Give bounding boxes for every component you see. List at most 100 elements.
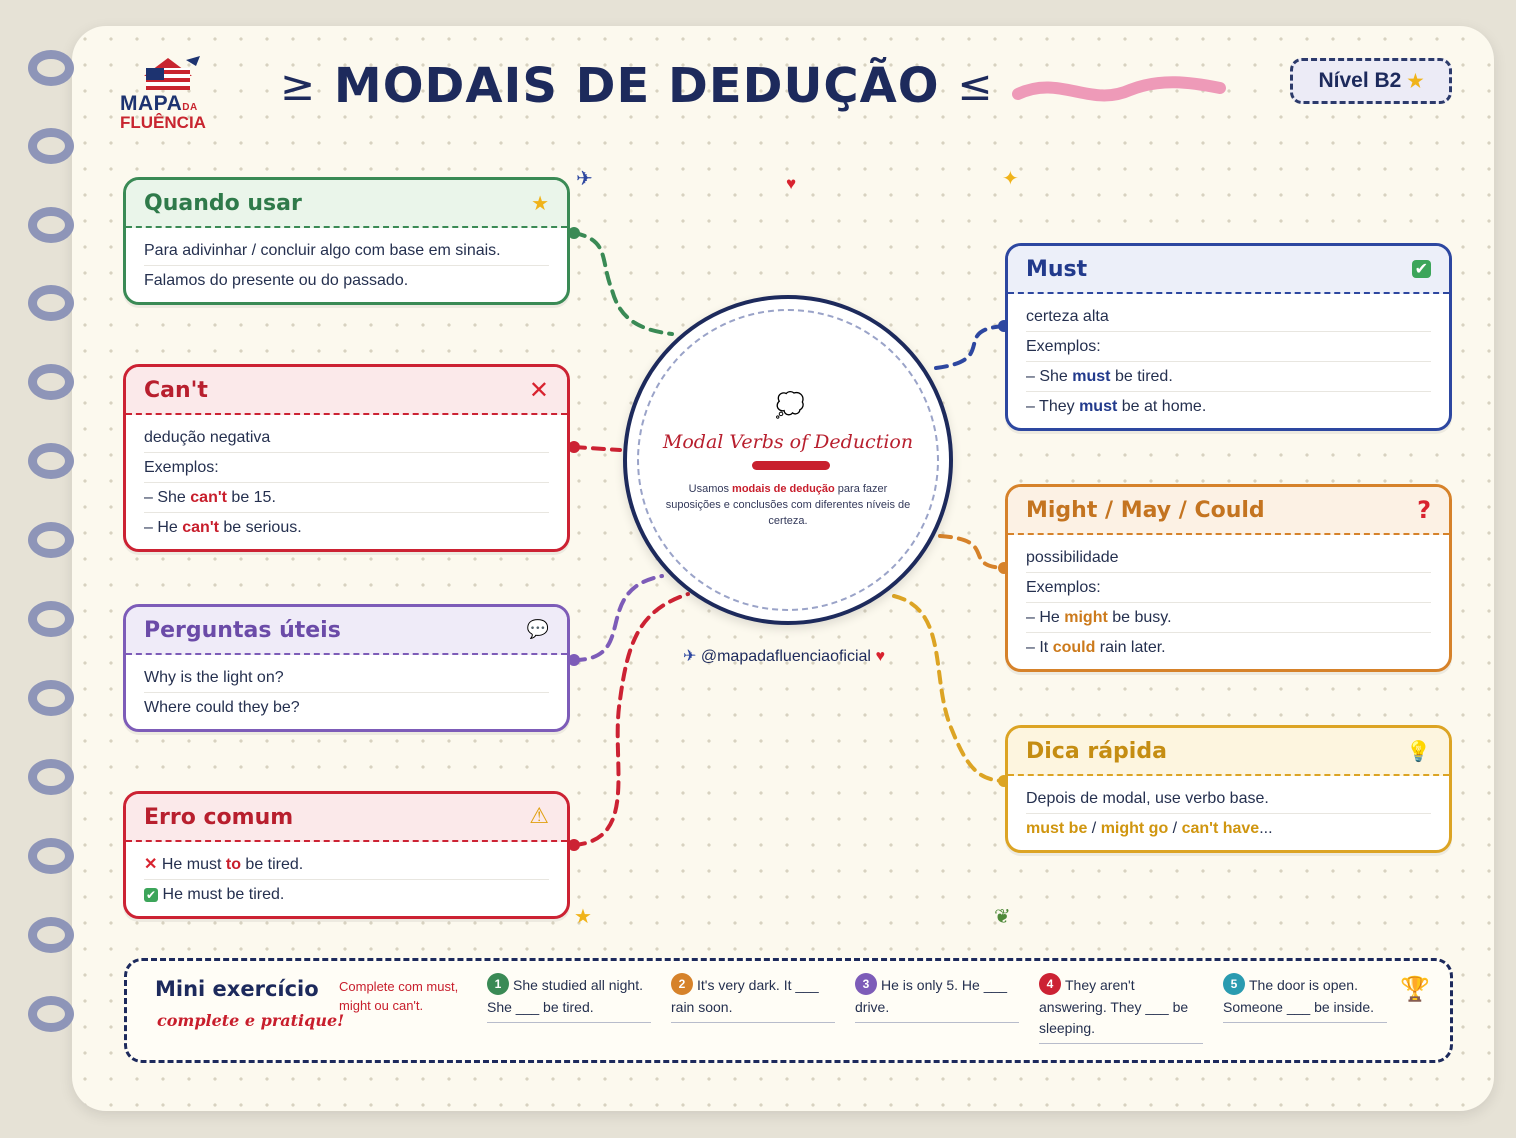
social-handle: ✈ @mapadafluenciaoficial ♥ (683, 648, 885, 665)
airplane-icon: ✈ (683, 648, 697, 665)
answer-line[interactable] (1223, 1022, 1387, 1024)
exercise-title: Mini exercício (155, 977, 319, 1001)
example-line: – They must be at home. (1026, 398, 1207, 415)
connector-perguntas (572, 574, 664, 662)
card-line: certeza alta (1026, 302, 1431, 332)
leaf-icon: ❦ (994, 906, 1011, 928)
card-line: Where could they be? (144, 699, 300, 716)
trophy-icon: 🏆 (1400, 976, 1430, 1003)
card-line: Why is the light on? (144, 663, 549, 693)
center-topic-circle: 💭 Modal Verbs of Deduction Usamos modais… (623, 295, 953, 625)
card-dica-rapida: Dica rápida 💡 Depois de modal, use verbo… (1005, 725, 1452, 853)
card-line: Exemplos: (1026, 573, 1431, 603)
connector-might (938, 534, 1006, 570)
spiral-ring (28, 996, 74, 1032)
card-line: Para adivinhar / concluir algo com base … (144, 236, 549, 266)
star-icon: ★ (1407, 71, 1424, 91)
mini-exercise: Mini exercício complete e pratique! Comp… (124, 958, 1453, 1063)
exercise-instruction: Complete com must, might ou can't. (339, 979, 459, 1013)
page-title: ≥ MODAIS DE DEDUÇÃO ≤ (280, 58, 994, 114)
example-line: – He might be busy. (1026, 603, 1431, 633)
brand-logo: MAPADA FLUÊNCIA (118, 54, 222, 134)
spiral-ring (28, 443, 74, 479)
card-line: Exemplos: (144, 453, 549, 483)
sparkles-icon: ✦ (1002, 168, 1019, 190)
card-line: possibilidade (1026, 543, 1431, 573)
connector-erro (572, 592, 690, 847)
thought-bubble-icon: 💭 (775, 392, 805, 419)
example-line: – She can't be 15. (144, 483, 549, 513)
warning-icon: ⚠ (529, 804, 549, 829)
card-header: Quando usar ★ (126, 180, 567, 228)
x-mark-icon: ✕ (144, 856, 162, 873)
card-cant: Can't ✕ dedução negativa Exemplos: – She… (123, 364, 570, 552)
check-mark-icon: ✔ (1411, 260, 1431, 278)
question-mark-icon: ? (1417, 496, 1431, 524)
flag-icon (144, 56, 200, 90)
light-bulb-icon: 💡 (1406, 739, 1431, 763)
spiral-ring (28, 50, 74, 86)
card-perguntas-uteis: Perguntas úteis 💬 Why is the light on? W… (123, 604, 570, 732)
card-header: Perguntas úteis 💬 (126, 607, 567, 655)
spiral-ring (28, 917, 74, 953)
wrong-example-line: ✕ He must to be tired. (144, 850, 549, 880)
question-number: 1 (487, 973, 509, 996)
example-line: – It could rain later. (1026, 639, 1166, 656)
spiral-ring (28, 364, 74, 400)
card-must: Must ✔ certeza alta Exemplos: – She must… (1005, 243, 1452, 431)
card-line: Depois de modal, use verbo base. (1026, 784, 1431, 814)
card-quando-usar: Quando usar ★ Para adivinhar / concluir … (123, 177, 570, 305)
connector-must (934, 324, 1006, 370)
exercise-subtitle: complete e pratique! (157, 1011, 345, 1030)
answer-line[interactable] (671, 1022, 835, 1024)
card-header: Must ✔ (1008, 246, 1449, 294)
star-icon: ★ (531, 191, 549, 215)
card-line: Falamos do presente ou do passado. (144, 272, 409, 289)
x-mark-icon: ✕ (528, 376, 549, 404)
connector-quando (572, 231, 674, 336)
answer-line[interactable] (487, 1022, 651, 1024)
spiral-ring (28, 759, 74, 795)
question-number: 2 (671, 973, 693, 996)
tip-examples-line: must be / might go / can't have... (1026, 820, 1273, 837)
heart-icon: ♥ (875, 648, 885, 665)
center-title: Modal Verbs of Deduction (662, 431, 914, 453)
card-header: Dica rápida 💡 (1008, 728, 1449, 776)
card-line: dedução negativa (144, 423, 549, 453)
level-badge: Nível B2 ★ (1290, 58, 1452, 104)
airplane-icon: ✈ (576, 168, 593, 190)
question-number: 5 (1223, 973, 1245, 996)
example-line: – She must be tired. (1026, 362, 1431, 392)
question-number: 3 (855, 973, 877, 996)
heart-icon: ♥ (786, 174, 797, 193)
card-header: Can't ✕ (126, 367, 567, 415)
spiral-ring (28, 522, 74, 558)
brand-name-line2: FLUÊNCIA (120, 113, 206, 132)
spiral-ring (28, 601, 74, 637)
pink-wave-decoration (1012, 76, 1226, 102)
spiral-ring (28, 128, 74, 164)
star-sticker-icon: ★ (574, 906, 592, 928)
spiral-ring (28, 207, 74, 243)
speech-bubble-icon: 💬 (526, 619, 549, 640)
connector-dica (892, 594, 1006, 783)
brand-name: MAPADA (120, 92, 198, 115)
center-underline (752, 461, 830, 470)
spiral-ring (28, 838, 74, 874)
answer-line[interactable] (855, 1022, 1019, 1024)
spiral-ring (28, 285, 74, 321)
card-line: Exemplos: (1026, 332, 1431, 362)
center-description: Usamos modais de dedução para fazer supo… (665, 483, 911, 527)
card-erro-comum: Erro comum ⚠ ✕ He must to be tired. ✔ He… (123, 791, 570, 919)
connector-cant (572, 445, 622, 452)
question-number: 4 (1039, 973, 1061, 996)
right-example-line: ✔ He must be tired. (144, 886, 285, 903)
answer-line[interactable] (1039, 1043, 1203, 1045)
check-mark-icon: ✔ (144, 888, 159, 902)
spiral-ring (28, 680, 74, 716)
